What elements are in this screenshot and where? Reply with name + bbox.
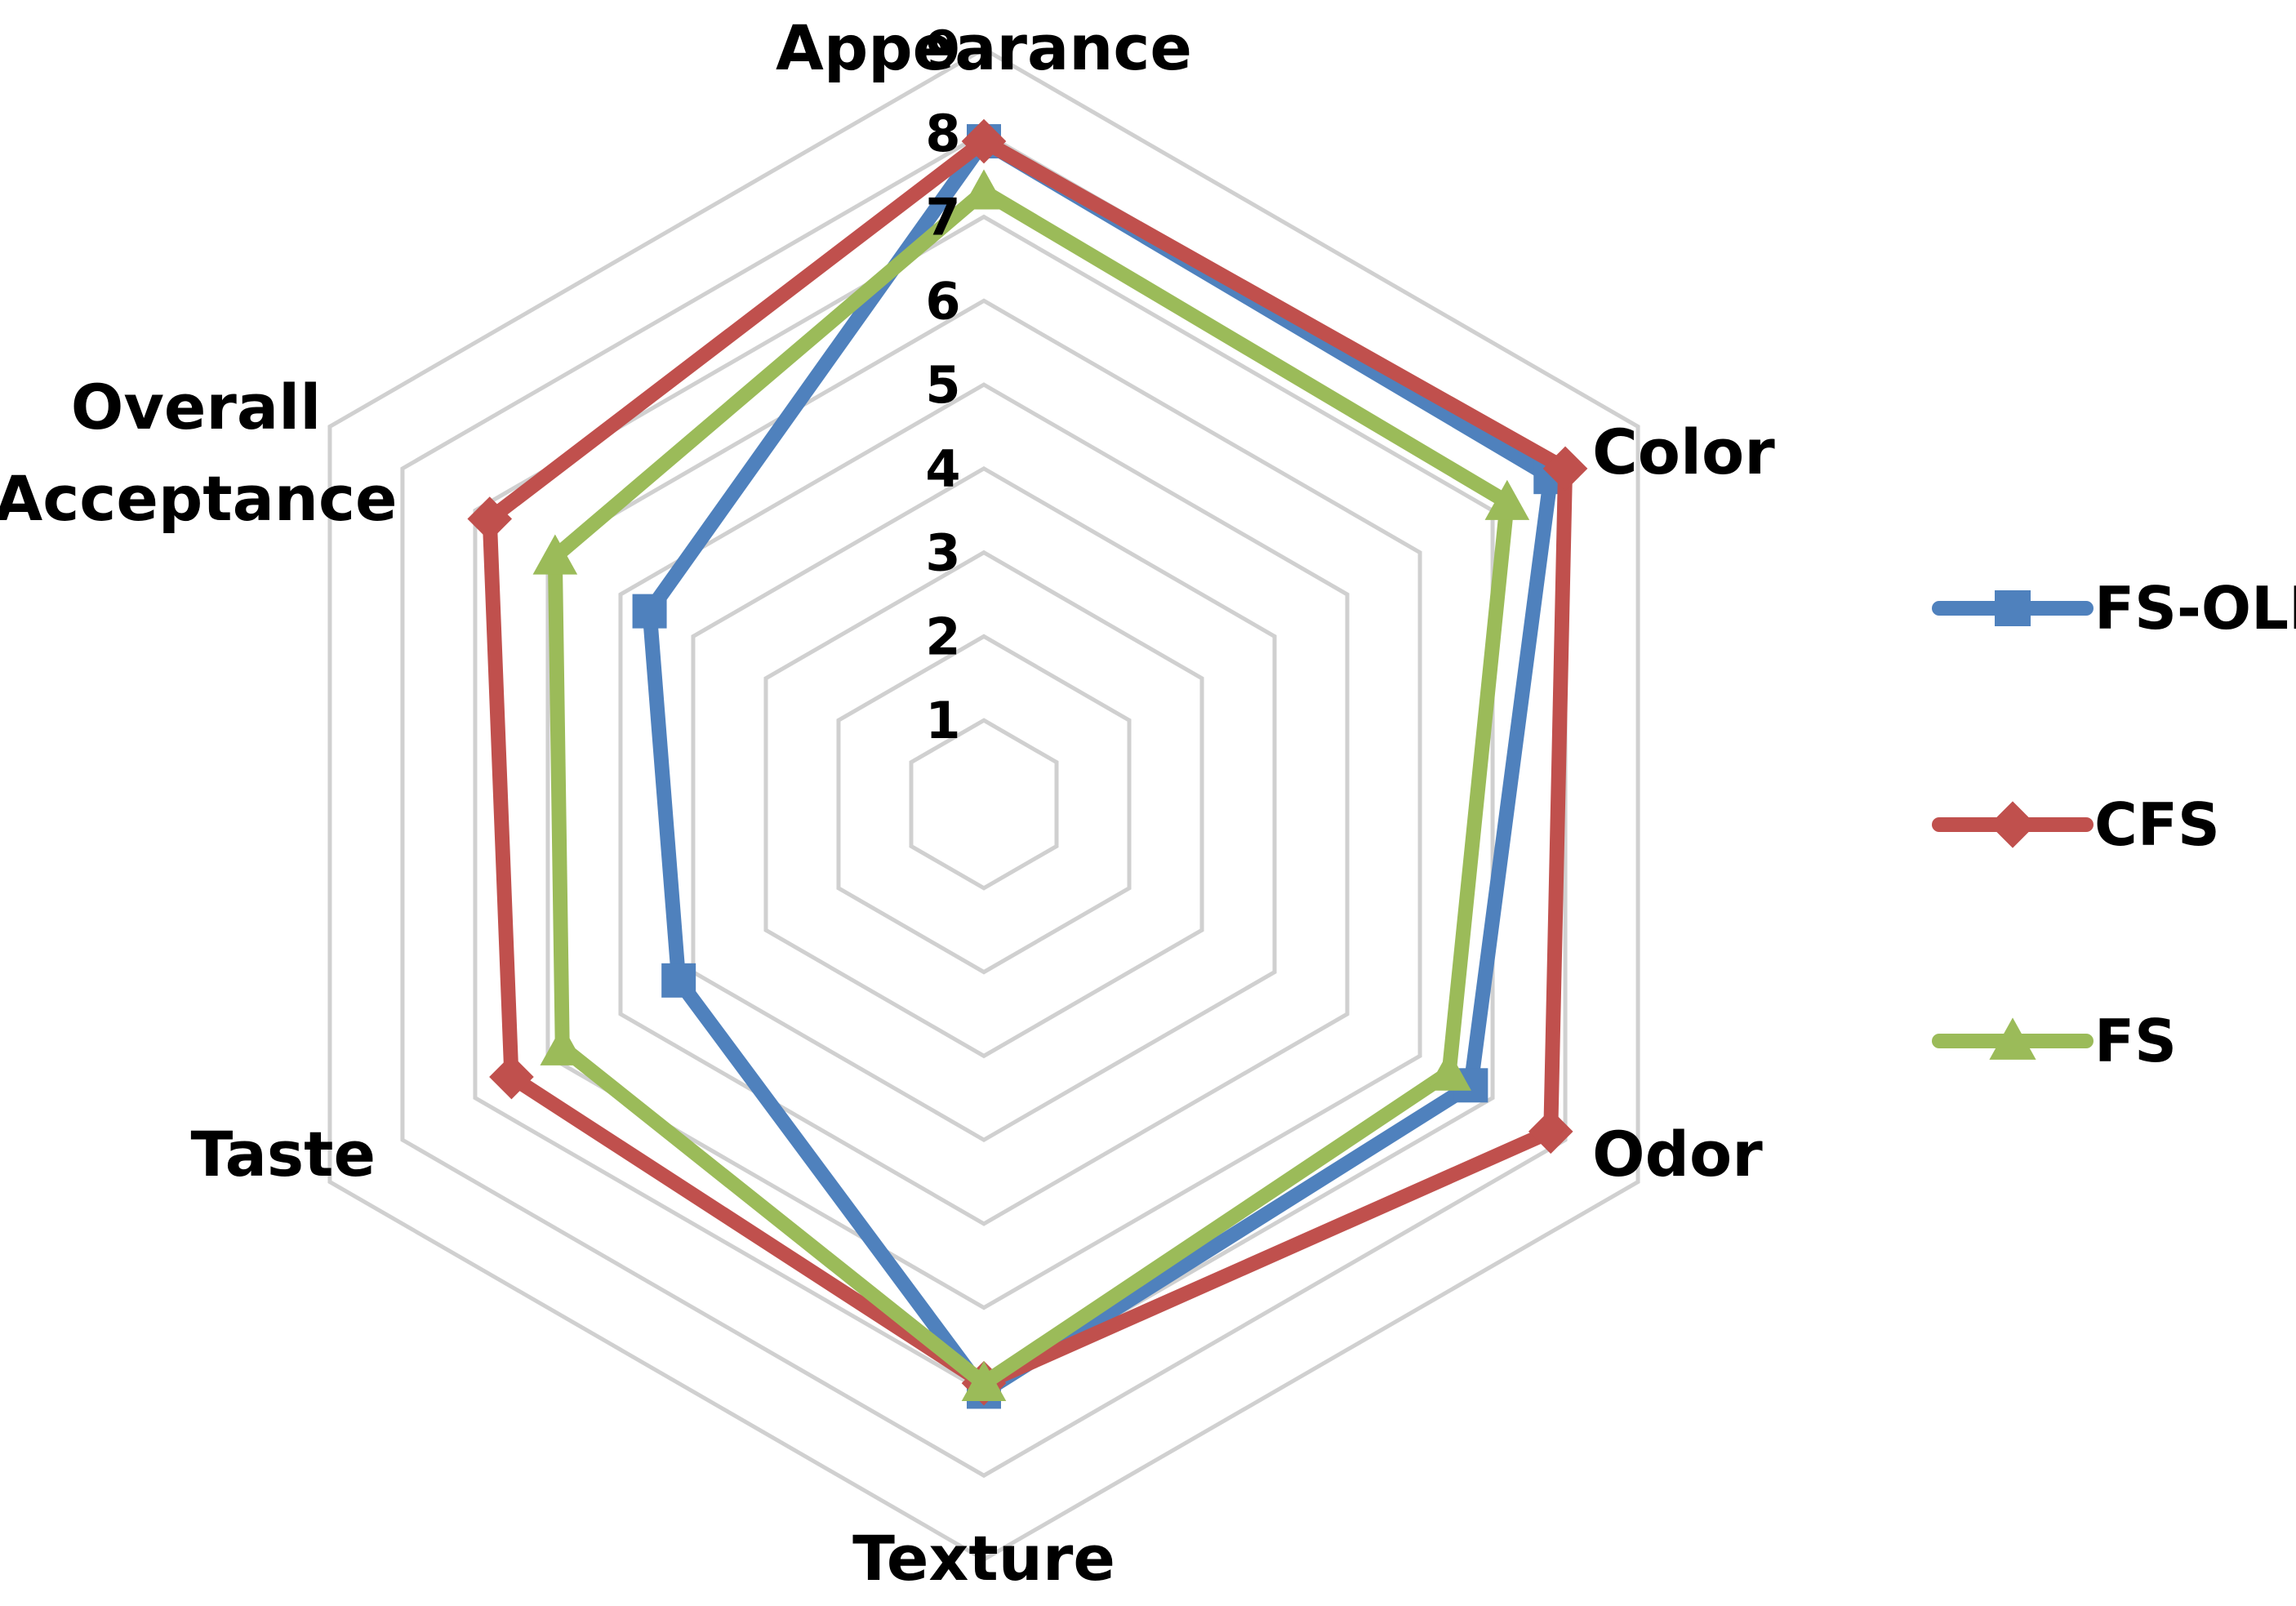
legend-item-cfs: CFS <box>1932 790 2220 859</box>
grid-ring-7 <box>473 214 1495 1395</box>
axis-label-taste: Taste <box>191 1118 376 1190</box>
data-point-cfs-taste <box>489 1054 534 1100</box>
legend-marker-fs-ole <box>1995 590 2031 626</box>
data-point-fs-odor <box>1426 1050 1471 1091</box>
grid-ring-1 <box>909 718 1059 891</box>
grid-ring-5 <box>618 382 1350 1226</box>
series-fs <box>532 169 1530 1402</box>
axis-label-texture: Texture <box>852 1522 1115 1595</box>
data-point-fs-ole-taste <box>661 963 696 998</box>
tick-label-1: 1 <box>925 691 960 750</box>
tick-label-6: 6 <box>925 271 960 331</box>
grid <box>327 47 1640 1562</box>
axis-label-color: Color <box>1592 416 1775 488</box>
grid-ring-2 <box>836 634 1132 975</box>
tick-labels: 1 2 3 4 5 6 7 8 9 <box>925 20 960 750</box>
tick-label-4: 4 <box>925 439 960 499</box>
axis-label-odor: Odor <box>1592 1118 1763 1190</box>
data-point-fs-texture <box>961 1360 1007 1402</box>
legend-label-cfs: CFS <box>2094 790 2220 859</box>
legend-item-fs: FS <box>1932 1007 2177 1075</box>
tick-label-8: 8 <box>925 104 960 163</box>
data-point-fs-taste <box>540 1025 585 1065</box>
legend-label-fs: FS <box>2094 1007 2177 1075</box>
data-point-fs-appearance <box>961 169 1007 210</box>
grid-ring-8 <box>400 130 1568 1479</box>
legend-item-fs-ole: FS-OLE <box>1932 574 2296 643</box>
series-line-fs-ole <box>642 134 1559 1399</box>
legend-marker-cfs <box>1989 801 2036 848</box>
data-point-fs-overall-acceptance <box>532 534 578 575</box>
tick-label-7: 7 <box>925 188 960 247</box>
grid-ring-3 <box>763 549 1204 1059</box>
tick-label-9: 9 <box>925 20 960 79</box>
grid-ring-9 <box>327 47 1640 1562</box>
legend-marker-fs <box>1989 1017 2036 1060</box>
tick-label-5: 5 <box>925 355 960 415</box>
data-point-fs-color <box>1484 479 1530 520</box>
axis-label-appearance: Appearance <box>776 11 1192 84</box>
legend: FS-OLE CFS FS <box>1932 574 2296 1075</box>
legend-label-fs-ole: FS-OLE <box>2094 574 2296 643</box>
data-point-cfs-odor <box>1528 1109 1573 1154</box>
grid-ring-4 <box>691 466 1277 1142</box>
data-point-cfs-color <box>1542 446 1588 492</box>
data-point-fs-ole-overall-acceptance <box>632 594 667 629</box>
series-layer <box>467 118 1588 1409</box>
data-point-cfs-appearance <box>961 118 1007 164</box>
data-point-cfs-overall-acceptance <box>467 496 513 541</box>
tick-label-2: 2 <box>925 607 960 666</box>
tick-label-3: 3 <box>925 523 960 583</box>
